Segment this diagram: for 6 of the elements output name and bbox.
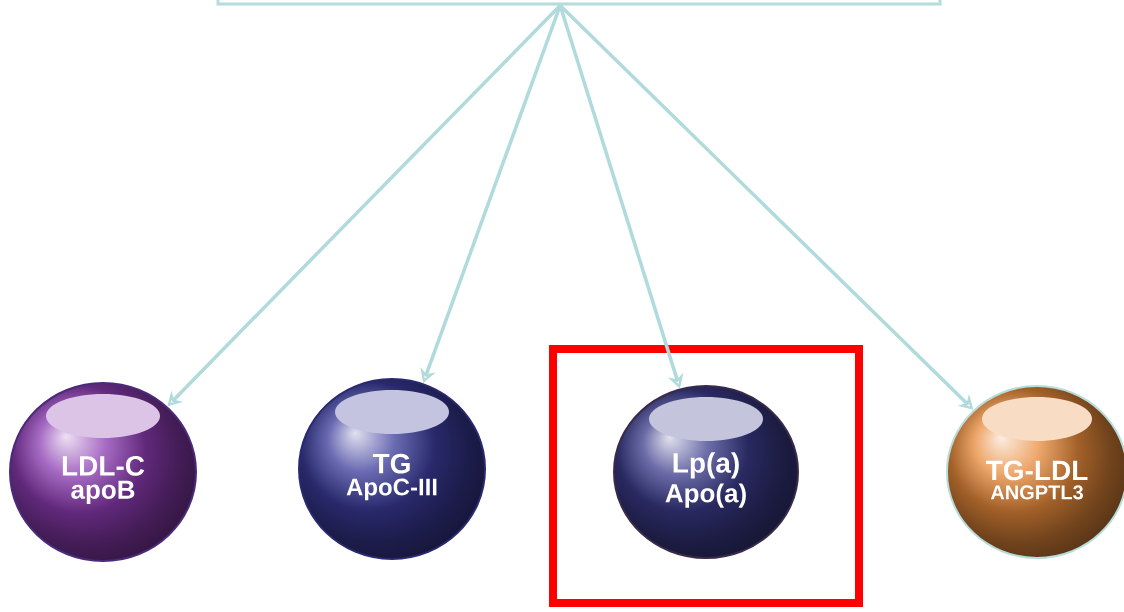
ball-node: TG-LDL ANGPTL3	[946, 385, 1124, 559]
ball-node: Lp(a) Apo(a)	[613, 385, 799, 559]
ball-node: TG ApoC-III	[298, 378, 486, 560]
highlight-frame	[549, 345, 863, 607]
bar	[216, 0, 942, 6]
ball-node: LDL-C apoB	[9, 382, 197, 562]
